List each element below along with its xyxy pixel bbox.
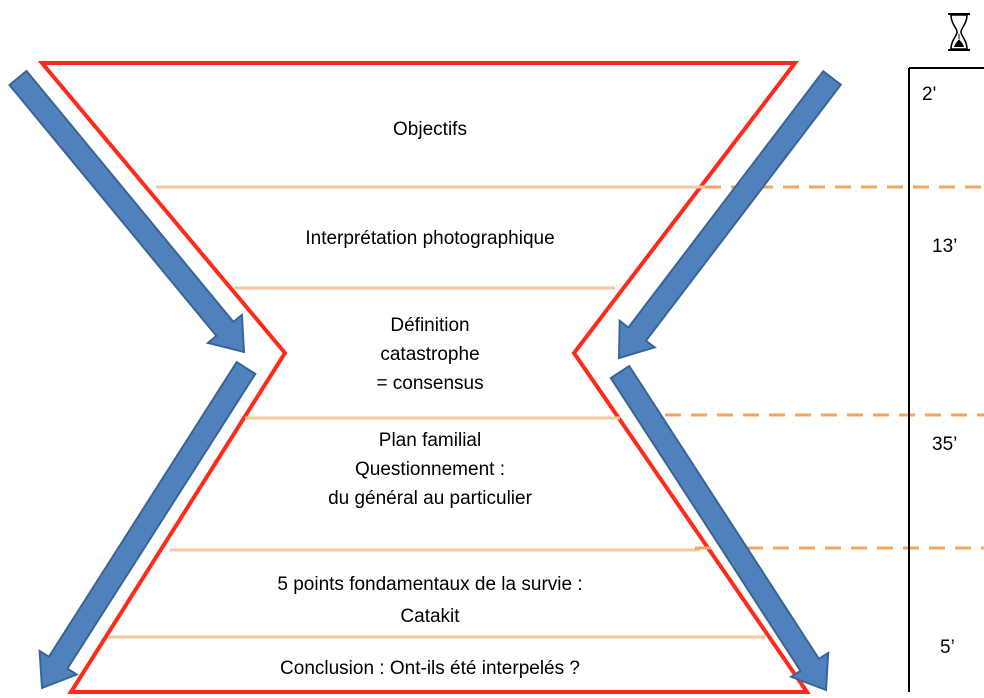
stage-interpretation: Interprétation photographique — [230, 225, 630, 252]
arrow-bottom-right — [609, 364, 830, 692]
stage-definition-line-1: Définition — [390, 315, 470, 336]
stage-interpretation-line-1: Interprétation photographique — [305, 228, 555, 249]
duration-interpretation-definition: 13’ — [932, 236, 958, 257]
stage-definition-line-2: catastrophe — [380, 344, 480, 365]
stage-objectifs-line-1: Objectifs — [393, 119, 467, 140]
stage-points-line-2: Catakit — [400, 606, 460, 627]
stage-definition-line-3: = consensus — [376, 373, 484, 394]
arrow-top-left — [8, 69, 246, 354]
hourglass-icon — [948, 13, 970, 51]
stage-points: 5 points fondamentaux de la survie : Cat… — [230, 569, 630, 633]
stage-definition: Définition catastrophe = consensus — [280, 311, 580, 398]
stage-conclusion-line-1: Conclusion : Ont-ils été interpelés ? — [280, 658, 580, 679]
stage-objectifs: Objectifs — [230, 116, 630, 143]
stage-conclusion: Conclusion : Ont-ils été interpelés ? — [180, 655, 680, 682]
stage-plan-line-1: Plan familial — [378, 430, 482, 451]
arrow-top-right — [617, 69, 843, 360]
arrow-bottom-left — [38, 360, 257, 690]
stage-points-line-1: 5 points fondamentaux de la survie : — [277, 574, 583, 595]
duration-plan: 35’ — [932, 434, 958, 455]
hourglass-outline — [37, 61, 811, 694]
stage-plan-line-2: Questionnement : — [355, 459, 505, 480]
duration-conclusion: 5’ — [940, 637, 955, 658]
stage-plan-line-3: du général au particulier — [328, 488, 532, 509]
duration-objectifs: 2' — [922, 84, 937, 105]
stage-plan: Plan familial Questionnement : du généra… — [230, 426, 630, 513]
